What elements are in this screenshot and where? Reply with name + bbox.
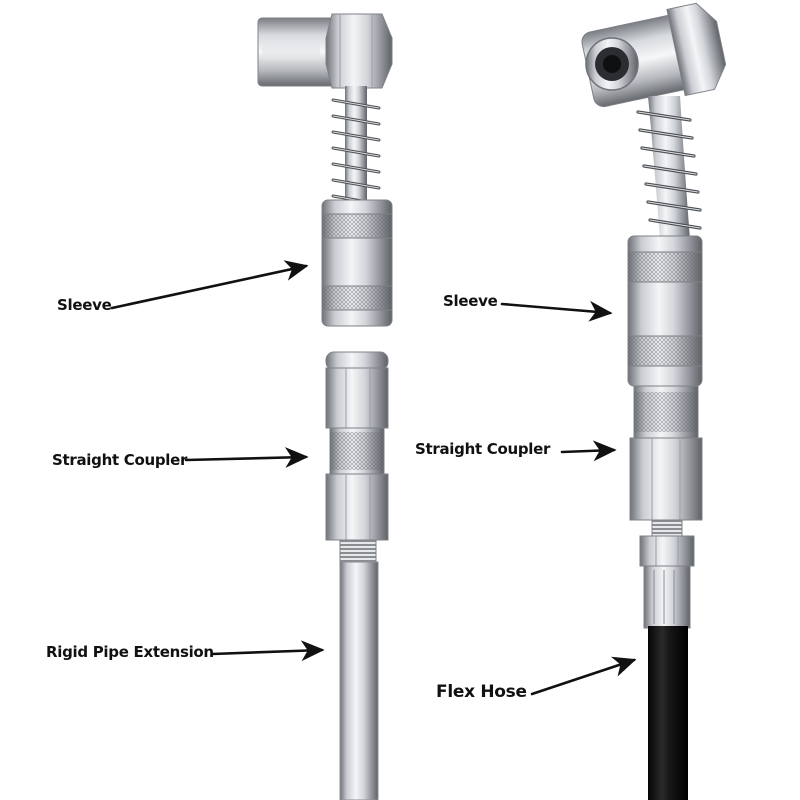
label-right-flex-hose: Flex Hose (436, 682, 527, 702)
right-hose-fitting (639, 535, 695, 629)
label-left-rigid-pipe-extension: Rigid Pipe Extension (46, 643, 214, 661)
label-right-straight-coupler: Straight Coupler (415, 440, 551, 458)
left-straight-coupler (325, 351, 389, 565)
right-sleeve (627, 235, 703, 387)
arrow-left-straight-coupler (184, 447, 309, 468)
arrow-right-straight-coupler (560, 440, 617, 462)
label-left-straight-coupler: Straight Coupler (52, 451, 188, 469)
left-coupler-head (257, 13, 393, 89)
right-spring (636, 96, 702, 240)
arrow-left-rigid-pipe (210, 640, 325, 662)
right-coupler-head (581, 2, 727, 108)
arrow-left-sleeve (110, 260, 309, 310)
left-rigid-pipe (339, 561, 379, 800)
callout-arrows (110, 260, 637, 696)
right-flex-hose (648, 626, 688, 800)
left-spring (331, 86, 381, 210)
right-straight-coupler (629, 385, 703, 537)
label-right-sleeve: Sleeve (443, 292, 498, 310)
left-sleeve (321, 199, 393, 327)
label-left-sleeve: Sleeve (57, 296, 112, 314)
arrow-right-flex-hose (530, 656, 637, 696)
arrow-right-sleeve (500, 300, 613, 322)
right-assembly (581, 2, 727, 800)
left-assembly (257, 13, 393, 800)
